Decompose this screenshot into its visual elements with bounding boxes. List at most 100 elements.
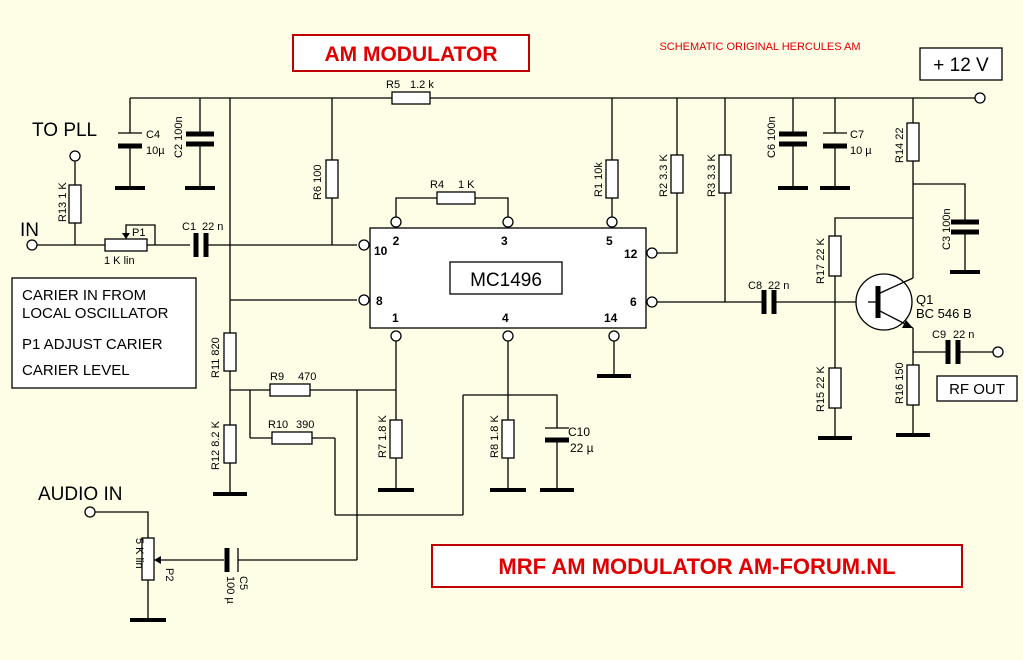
r2-bottom-wire: [657, 193, 678, 254]
c10-top-wire: [508, 394, 558, 428]
r17-top-wire: [834, 217, 913, 236]
c8-ref: C8: [748, 280, 762, 292]
r8-label: R8 1.8 K: [489, 415, 501, 458]
pin3-terminal: [502, 216, 514, 228]
rf-out-terminal: [992, 346, 1004, 358]
r17-body: [828, 235, 842, 277]
r9-value: 470: [298, 371, 316, 383]
c3-top-wire: [913, 183, 966, 220]
c7-value: 10 µ: [850, 145, 872, 157]
pin1-terminal: [390, 330, 402, 342]
r16-body: [906, 364, 920, 406]
pin2-label: 2: [393, 234, 400, 248]
footer-box: [431, 544, 963, 588]
subtitle-text: SCHEMATIC ORIGINAL HERCULES AM: [659, 41, 860, 53]
c8-value: 22 n: [768, 280, 789, 292]
c2-label: C2 100n: [173, 116, 185, 158]
r6-label: R6 100: [312, 165, 324, 200]
note-line-4: CARIER LEVEL: [22, 362, 130, 379]
pin6-terminal: [646, 296, 658, 308]
pin1-label: 1: [392, 311, 399, 325]
r9-ref: R9: [270, 371, 284, 383]
p2-wiper-arrow: [154, 556, 161, 564]
pin12-label: 12: [624, 247, 638, 261]
c7-ref: C7: [850, 129, 864, 141]
r11-body: [223, 332, 237, 372]
ic-name: MC1496: [470, 270, 542, 291]
pin6-label: 6: [630, 295, 637, 309]
q1-collector-lead: [877, 277, 914, 295]
p2-ref: P2: [163, 568, 175, 581]
r13-body: [68, 184, 82, 224]
c10-value: 22 µ: [570, 441, 594, 455]
pin2-terminal: [390, 216, 402, 228]
footer-text: MRF AM MODULATOR AM-FORUM.NL: [498, 554, 895, 579]
pin4-label: 4: [502, 311, 509, 325]
r13-label: R13 1 K: [57, 182, 69, 222]
r10-ref: R10: [268, 419, 288, 431]
p1-body: [104, 238, 148, 252]
pin3-label: 3: [501, 234, 508, 248]
q1-value: BC 546 B: [916, 306, 972, 321]
p2-value: 5 K lin: [133, 538, 145, 569]
r9-body: [269, 383, 311, 397]
in-label: IN: [20, 220, 39, 241]
p1-wiper-arrow: [122, 233, 130, 239]
supply-label: + 12 V: [933, 55, 989, 76]
c9-ref: C9: [932, 329, 946, 341]
pin4-terminal: [502, 330, 514, 342]
rf-out-label: RF OUT: [949, 381, 1005, 398]
title-text: AM MODULATOR: [324, 43, 497, 66]
q1-body: [855, 273, 913, 331]
p1-ref: P1: [132, 227, 145, 239]
c1-ref: C1: [182, 221, 196, 233]
pin8-terminal: [358, 294, 370, 306]
pin5-label: 5: [606, 234, 613, 248]
r5-body: [391, 91, 431, 105]
r4-value: 1 K: [458, 179, 475, 191]
c1-value: 22 n: [202, 221, 223, 233]
r15-label: R15 22 K: [815, 365, 827, 412]
p1-wiper-wire: [125, 224, 156, 245]
c5-ref: C5: [237, 576, 249, 590]
r2-label: R2 3.3 K: [658, 154, 670, 197]
to-pll-terminal: [69, 150, 81, 162]
r7-body: [389, 419, 403, 459]
c5-value: 100 µ: [224, 576, 236, 604]
p2-top-wire: [95, 511, 149, 538]
note-box: [11, 277, 197, 389]
r4-right-wire: [475, 197, 509, 217]
c10-ref: C10: [568, 425, 590, 439]
rf-out-box: [936, 375, 1018, 402]
pin10-label: 10: [374, 244, 388, 258]
to-pll-label: TO PLL: [32, 120, 97, 141]
pin12-terminal: [646, 247, 658, 259]
ic-name-box: [449, 261, 563, 295]
r16-label: R16 150: [894, 362, 906, 404]
r8-body: [501, 419, 515, 459]
r3-body: [718, 154, 732, 194]
note-line-2: LOCAL OSCILLATOR: [22, 305, 169, 322]
r2-body: [670, 154, 684, 194]
r1-label: R1 10k: [593, 162, 605, 197]
in-terminal: [26, 239, 38, 251]
supply-terminal: [974, 92, 986, 104]
note-line-3: P1 ADJUST CARIER: [22, 336, 163, 353]
r4-left-wire: [395, 197, 437, 217]
q1-ref: Q1: [916, 292, 933, 307]
pin5-terminal: [606, 216, 618, 228]
c3-label: C3 100n: [941, 208, 953, 250]
pin14-label: 14: [604, 311, 618, 325]
p1-value: 1 K lin: [104, 255, 135, 267]
r7-label: R7 1.8 K: [377, 415, 389, 458]
r5-value: 1.2 k: [410, 79, 434, 91]
c4-ref: C4: [146, 129, 160, 141]
pin10-terminal: [358, 239, 370, 251]
r12-body: [223, 424, 237, 464]
r6-body: [325, 159, 339, 199]
r3-label: R3 3.3 K: [706, 154, 718, 197]
q1-emitter-arrow: [902, 320, 913, 328]
c6-label: C6 100n: [766, 116, 778, 158]
r5-ref: R5: [386, 79, 400, 91]
